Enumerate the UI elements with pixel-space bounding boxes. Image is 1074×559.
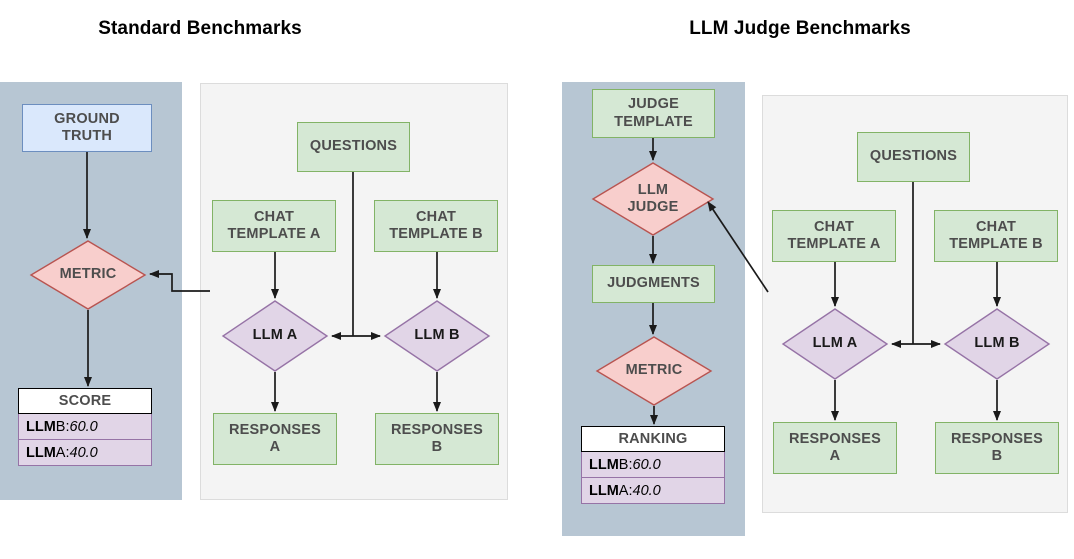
node-chat-template-b-judge[interactable]: CHAT TEMPLATE B xyxy=(934,210,1058,262)
node-metric-judge[interactable]: METRIC xyxy=(595,336,713,406)
node-responses-b-judge[interactable]: RESPONSES B xyxy=(935,422,1059,474)
node-responses-b-label: RESPONSES B xyxy=(390,421,484,455)
row-value: 60.0 xyxy=(632,456,661,473)
row-mid: A: xyxy=(55,444,70,461)
node-llm-judge[interactable]: LLM JUDGE xyxy=(591,162,715,236)
node-responses-a-label: RESPONSES A xyxy=(788,430,882,464)
node-chat-template-a-label: CHAT TEMPLATE A xyxy=(227,208,321,242)
table-row[interactable]: LLM B: 60.0 xyxy=(581,452,725,478)
node-questions-standard[interactable]: QUESTIONS xyxy=(297,122,410,172)
row-value: 60.0 xyxy=(69,418,98,435)
node-ground-truth[interactable]: GROUND TRUTH xyxy=(22,104,152,152)
ranking-table-header: RANKING xyxy=(581,426,725,452)
node-chat-template-b-label: CHAT TEMPLATE B xyxy=(389,208,483,242)
table-row[interactable]: LLM B: 60.0 xyxy=(18,414,152,440)
node-responses-a-standard[interactable]: RESPONSES A xyxy=(213,413,337,465)
score-table-header: SCORE xyxy=(18,388,152,414)
node-responses-b-standard[interactable]: RESPONSES B xyxy=(375,413,499,465)
node-ground-truth-label: GROUND TRUTH xyxy=(54,110,120,144)
row-key: LLM xyxy=(589,482,619,499)
node-responses-a-label: RESPONSES A xyxy=(228,421,322,455)
node-judgments-label: JUDGMENTS xyxy=(607,275,700,292)
node-metric-standard[interactable]: METRIC xyxy=(29,240,147,310)
node-chat-template-b-standard[interactable]: CHAT TEMPLATE B xyxy=(374,200,498,252)
row-value: 40.0 xyxy=(632,482,661,499)
table-row[interactable]: LLM A: 40.0 xyxy=(18,440,152,466)
row-mid: B: xyxy=(618,456,633,473)
node-judge-template-label: JUDGE TEMPLATE xyxy=(614,96,693,130)
node-llm-a-standard[interactable]: LLM A xyxy=(221,300,329,372)
row-value: 40.0 xyxy=(69,444,98,461)
row-mid: B: xyxy=(55,418,70,435)
node-llm-a-judge[interactable]: LLM A xyxy=(781,308,889,380)
row-key: LLM xyxy=(26,444,56,461)
table-row[interactable]: LLM A: 40.0 xyxy=(581,478,725,504)
node-chat-template-a-label: CHAT TEMPLATE A xyxy=(787,218,881,252)
node-judgments[interactable]: JUDGMENTS xyxy=(592,265,715,303)
ranking-table: RANKING LLM B: 60.0 LLM A: 40.0 xyxy=(581,426,725,504)
node-responses-a-judge[interactable]: RESPONSES A xyxy=(773,422,897,474)
node-chat-template-a-judge[interactable]: CHAT TEMPLATE A xyxy=(772,210,896,262)
standard-benchmarks-title: Standard Benchmarks xyxy=(98,18,302,39)
score-table-standard: SCORE LLM B: 60.0 LLM A: 40.0 xyxy=(18,388,152,466)
node-chat-template-a-standard[interactable]: CHAT TEMPLATE A xyxy=(212,200,336,252)
node-questions-label: QUESTIONS xyxy=(309,138,398,155)
node-chat-template-b-label: CHAT TEMPLATE B xyxy=(949,218,1043,252)
node-llm-b-judge[interactable]: LLM B xyxy=(943,308,1051,380)
row-key: LLM xyxy=(26,418,56,435)
node-responses-b-label: RESPONSES B xyxy=(950,430,1044,464)
row-mid: A: xyxy=(618,482,633,499)
node-llm-b-standard[interactable]: LLM B xyxy=(383,300,491,372)
llm-judge-benchmarks-title: LLM Judge Benchmarks xyxy=(689,18,911,39)
node-questions-judge[interactable]: QUESTIONS xyxy=(857,132,970,182)
node-questions-label: QUESTIONS xyxy=(869,148,958,165)
node-judge-template[interactable]: JUDGE TEMPLATE xyxy=(592,89,715,138)
row-key: LLM xyxy=(589,456,619,473)
